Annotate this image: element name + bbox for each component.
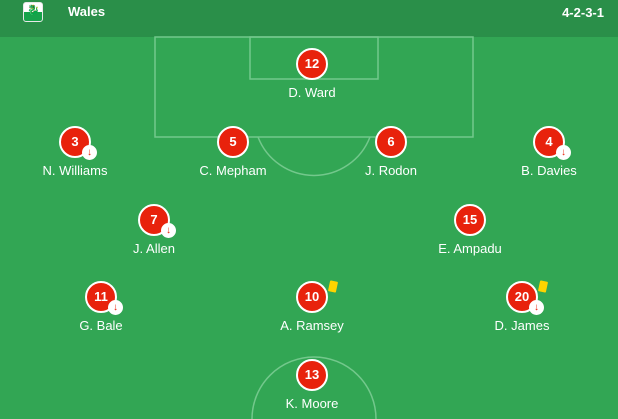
player-name: C. Mepham [199, 163, 267, 178]
player-name: G. Bale [79, 318, 123, 333]
player-james[interactable]: 20 ↓ D. James [462, 280, 582, 334]
yellow-card-icon [327, 280, 339, 293]
player-allen[interactable]: 7 ↓ J. Allen [94, 204, 214, 257]
player-name: N. Williams [42, 163, 108, 178]
player-number: 3 ↓ [59, 126, 97, 160]
player-ward[interactable]: 12 D. Ward [252, 48, 372, 101]
formation-label: 4-2-3-1 [562, 5, 604, 20]
substitution-icon: ↓ [108, 300, 123, 315]
player-bale[interactable]: 11 ↓ G. Bale [41, 281, 161, 334]
player-name: B. Davies [521, 163, 577, 178]
player-number: 5 [217, 126, 249, 158]
player-number: 6 [375, 126, 407, 158]
player-name: K. Moore [285, 396, 339, 411]
player-name: A. Ramsey [280, 318, 344, 333]
player-name: D. James [494, 318, 550, 333]
player-ramsey[interactable]: 10 A. Ramsey [252, 280, 372, 334]
player-name: E. Ampadu [438, 241, 502, 256]
player-number: 7 ↓ [138, 204, 176, 238]
substitution-icon: ↓ [161, 223, 176, 238]
player-number: 15 [454, 204, 486, 236]
player-name: D. Ward [288, 85, 336, 100]
player-number: 4 ↓ [533, 126, 571, 160]
player-davies[interactable]: 4 ↓ B. Davies [489, 126, 609, 179]
substitution-icon: ↓ [556, 145, 571, 160]
team-name: Wales [68, 4, 106, 19]
wales-flag-icon: 🐉 [23, 2, 43, 22]
player-number: 11 ↓ [85, 281, 123, 315]
player-moore[interactable]: 13 K. Moore [252, 359, 372, 412]
player-name: J. Allen [133, 241, 175, 256]
player-number: 13 [296, 359, 328, 391]
player-number: 20 ↓ [506, 280, 549, 315]
yellow-card-icon [537, 280, 549, 293]
player-rodon[interactable]: 6 J. Rodon [331, 126, 451, 179]
player-mepham[interactable]: 5 C. Mepham [173, 126, 293, 179]
player-number: 12 [296, 48, 328, 80]
substitution-icon: ↓ [82, 145, 97, 160]
player-ampadu[interactable]: 15 E. Ampadu [410, 204, 530, 257]
player-name: J. Rodon [364, 163, 418, 178]
team-header: 🐉 Wales 4-2-3-1 [0, 0, 618, 37]
substitution-icon: ↓ [529, 300, 544, 315]
player-number: 10 [296, 280, 339, 313]
player-williams[interactable]: 3 ↓ N. Williams [15, 126, 135, 179]
